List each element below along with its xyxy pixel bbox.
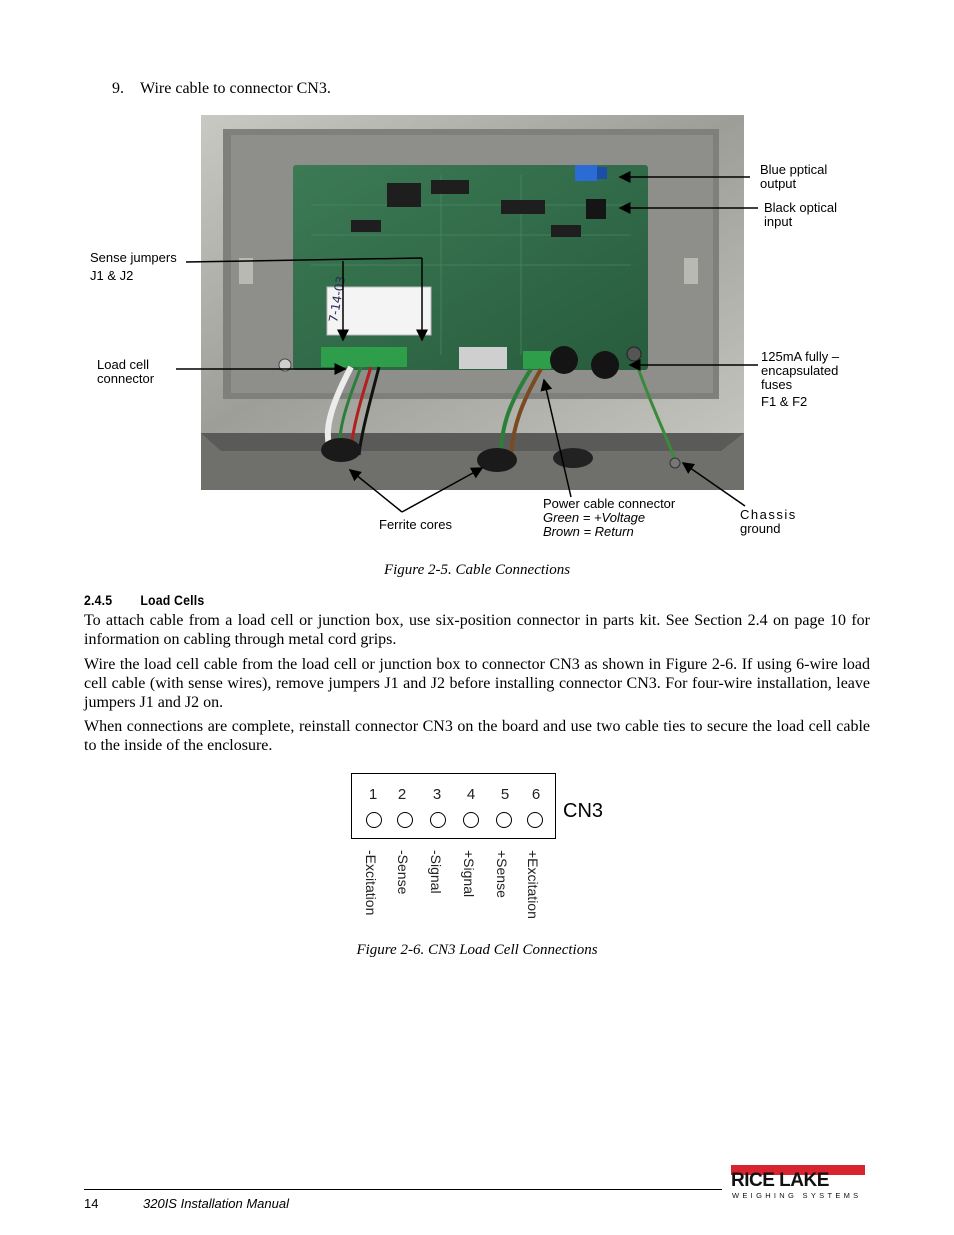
rice-lake-logo: RICE LAKE WEIGHING SYSTEMS: [729, 1165, 869, 1201]
pin-name-2: -Sense: [395, 850, 411, 895]
load-cell-connector: [321, 347, 407, 367]
callout-power-cable-connector: Power cable connector Green = +Voltage B…: [543, 496, 676, 539]
pin-name-4: +Signal: [461, 850, 477, 898]
pin-hole-2: [397, 812, 413, 828]
step-9: 9. Wire cable to connector CN3.: [112, 80, 331, 98]
pin-name-6: +Excitation: [525, 850, 541, 919]
paragraph-2: Wire the load cell cable from the load c…: [84, 656, 870, 711]
callout-black-optical-input: Black optical input: [764, 200, 837, 229]
board-label: [326, 286, 432, 336]
pin-hole-1: [366, 812, 382, 828]
callout-blue-optical-output: Blue pptical output: [760, 162, 828, 191]
pin-hole-3: [430, 812, 446, 828]
page-number: 14: [84, 1196, 99, 1211]
figure-2-5-caption: Figure 2-5. Cable Connections: [383, 562, 571, 578]
blue-optical-output: [575, 165, 597, 181]
pin-number-2: 2: [397, 786, 407, 803]
pin-number-5: 5: [500, 786, 510, 803]
pin-number-1: 1: [368, 786, 378, 803]
callout-load-cell-connector: Load cell connector: [97, 357, 155, 386]
pin-name-3: -Signal: [428, 850, 444, 894]
cn3-connector-diagram: 1 2 3 4 5 6: [351, 773, 556, 839]
figure-2-6-caption: Figure 2-6. CN3 Load Cell Connections: [356, 942, 598, 958]
cn3-label: CN3: [563, 800, 604, 822]
section-number: 2.4.5: [84, 592, 113, 608]
pin-name-1: -Excitation: [363, 850, 379, 916]
step-text: Wire cable to connector CN3.: [140, 80, 331, 97]
chassis-ground-screw: [669, 457, 681, 469]
paragraph-1: To attach cable from a load cell or junc…: [84, 612, 870, 648]
callout-fuses: 125mA fully – encapsulated fuses F1 & F2: [761, 349, 840, 409]
callout-sense-jumpers: Sense jumpers J1 & J2: [90, 250, 177, 283]
section-title: Load Cells: [140, 592, 205, 608]
step-number: 9.: [112, 80, 124, 97]
section-heading: 2.4.5 Load Cells: [84, 592, 204, 608]
pin-number-6: 6: [531, 786, 541, 803]
callout-ferrite-cores: Ferrite cores: [379, 517, 452, 532]
power-cable-connector: [523, 351, 551, 369]
footer-rule: [84, 1189, 722, 1190]
logo-wordmark: RICE LAKE: [731, 1170, 829, 1191]
paragraph-3: When connections are complete, reinstall…: [84, 718, 870, 754]
logo-red-bar: [731, 1165, 865, 1175]
manual-title: 320IS Installation Manual: [143, 1196, 289, 1211]
pin-number-3: 3: [432, 786, 442, 803]
pin-hole-5: [496, 812, 512, 828]
fuse-f2: [591, 351, 619, 379]
fuse-f1: [550, 346, 578, 374]
pin-number-4: 4: [466, 786, 476, 803]
pin-hole-4: [463, 812, 479, 828]
pin-name-5: +Sense: [494, 850, 510, 898]
ferrite-core-1: [321, 438, 361, 462]
ferrite-core-2: [477, 448, 517, 472]
callout-chassis-ground: Chassis ground: [740, 507, 797, 536]
black-optical-input: [586, 199, 606, 219]
logo-tagline: WEIGHING SYSTEMS: [732, 1191, 862, 1200]
pin-hole-6: [527, 812, 543, 828]
